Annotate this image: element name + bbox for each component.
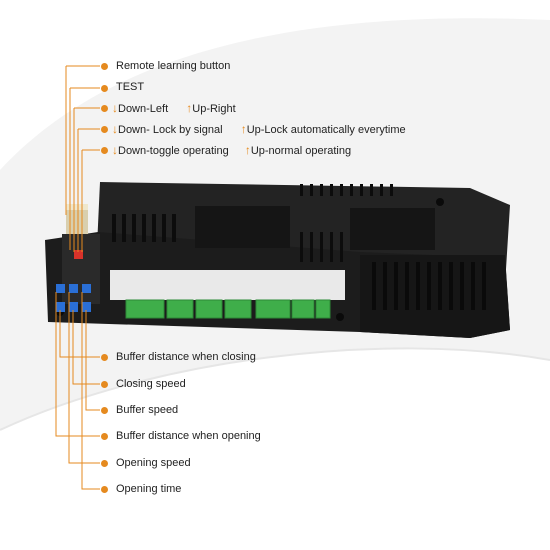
right-panel: [350, 208, 435, 250]
top-panel: [195, 206, 290, 248]
terminal-label-strip: [110, 270, 345, 300]
bullet-dot: [101, 381, 108, 388]
label-test: TEST: [116, 81, 144, 94]
label-text: Up-Right: [192, 103, 236, 115]
label-opening-time: Opening time: [116, 483, 181, 496]
pcb-window: [62, 234, 100, 304]
label-text: Remote learning button: [116, 60, 231, 72]
label-toggle-mode: ↓Down-toggle operating ↑Up-normal operat…: [112, 144, 351, 158]
vent-right: [372, 262, 486, 310]
bullet-dot: [101, 147, 108, 154]
arrow-down-icon: ↓: [112, 122, 118, 136]
test-button: [74, 250, 83, 259]
vent-top-right: [300, 184, 393, 196]
label-text: Opening speed: [116, 457, 191, 469]
label-text: Opening time: [116, 483, 182, 495]
bullet-dot: [101, 85, 108, 92]
label-opening-speed: Opening speed: [116, 457, 191, 470]
vent-mid: [300, 232, 343, 262]
vent-left: [112, 214, 176, 242]
label-buffer-speed: Buffer speed: [116, 404, 178, 417]
label-buffer-closing: Buffer distance when closing: [116, 351, 256, 364]
label-text: Up-Lock automatically everytime: [246, 124, 406, 136]
label-text: Closing speed: [116, 378, 186, 390]
label-text: Down-toggle operating: [118, 145, 229, 157]
arrow-up-icon: ↑: [240, 122, 247, 136]
bullet-dot: [101, 433, 108, 440]
terminal-blocks: [125, 299, 331, 319]
label-text: Down-Left: [118, 103, 169, 115]
label-buffer-opening: Buffer distance when opening: [116, 430, 261, 443]
label-text: Buffer speed: [116, 404, 179, 416]
bullet-dot: [101, 354, 108, 361]
label-direction: ↓Down-Left ↑Up-Right: [112, 102, 236, 116]
label-text: Buffer distance when closing: [116, 351, 256, 363]
bullet-dot: [101, 63, 108, 70]
screw-hole: [336, 313, 344, 321]
arrow-down-icon: ↓: [112, 101, 118, 115]
label-text: Down- Lock by signal: [118, 124, 223, 136]
bullet-dot: [101, 460, 108, 467]
screw-hole: [436, 198, 444, 206]
label-text: Up-normal operating: [250, 145, 352, 157]
bullet-dot: [101, 105, 108, 112]
label-text: TEST: [116, 81, 145, 93]
label-lock-mode: ↓Down- Lock by signal ↑Up-Lock automatic…: [112, 123, 406, 137]
bullet-dot: [101, 486, 108, 493]
arrow-up-icon: ↑: [244, 143, 251, 157]
arrow-down-icon: ↓: [112, 143, 118, 157]
bullet-dot: [101, 126, 108, 133]
bullet-dot: [101, 407, 108, 414]
housing-right-lip: [360, 255, 510, 338]
label-text: Buffer distance when opening: [116, 430, 261, 442]
arrow-up-icon: ↑: [186, 101, 193, 115]
label-remote-learning: Remote learning button: [116, 60, 230, 73]
label-closing-speed: Closing speed: [116, 378, 186, 391]
